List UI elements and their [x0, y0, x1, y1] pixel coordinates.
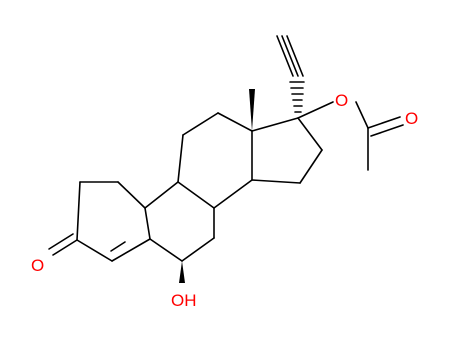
- ethynyl-group: [276, 35, 305, 113]
- bond: [177, 181, 215, 209]
- bond: [117, 181, 146, 209]
- bond: [297, 101, 334, 119]
- ketone-oxygen-label: O: [31, 256, 44, 275]
- wedge-bond: [179, 261, 185, 283]
- bond: [111, 238, 151, 262]
- bond: [48, 233, 74, 250]
- bond: [52, 239, 78, 256]
- bond: [251, 179, 301, 184]
- bond: [144, 207, 151, 240]
- bond: [251, 117, 299, 132]
- bond: [110, 241, 126, 252]
- bond: [367, 116, 401, 129]
- bond: [76, 181, 81, 241]
- bond: [299, 149, 323, 184]
- ketone-group: [48, 233, 78, 256]
- bond: [213, 179, 253, 209]
- bond: [297, 117, 323, 151]
- bond: [355, 101, 369, 129]
- bond: [286, 35, 304, 77]
- bond: [276, 35, 294, 77]
- bond: [217, 112, 253, 132]
- hydroxyl-label: OH: [171, 291, 197, 310]
- bond: [177, 134, 184, 183]
- bond: [76, 239, 113, 262]
- ring-b: [144, 181, 215, 262]
- methyl-group: [249, 89, 255, 131]
- bond: [144, 181, 179, 209]
- ester-oxygen-label: O: [335, 91, 348, 110]
- bond: [182, 112, 219, 136]
- hydroxyl-group: [179, 261, 185, 283]
- bond: [149, 238, 183, 262]
- carbonyl-oxygen-label: O: [405, 109, 418, 128]
- acetate-group: [297, 101, 404, 171]
- wedge-bond: [249, 89, 255, 131]
- bond: [370, 124, 404, 137]
- ring-a: [76, 181, 151, 262]
- bond: [181, 237, 215, 262]
- ring-c: [177, 112, 253, 209]
- bond: [281, 35, 299, 77]
- ring-d: [251, 117, 323, 184]
